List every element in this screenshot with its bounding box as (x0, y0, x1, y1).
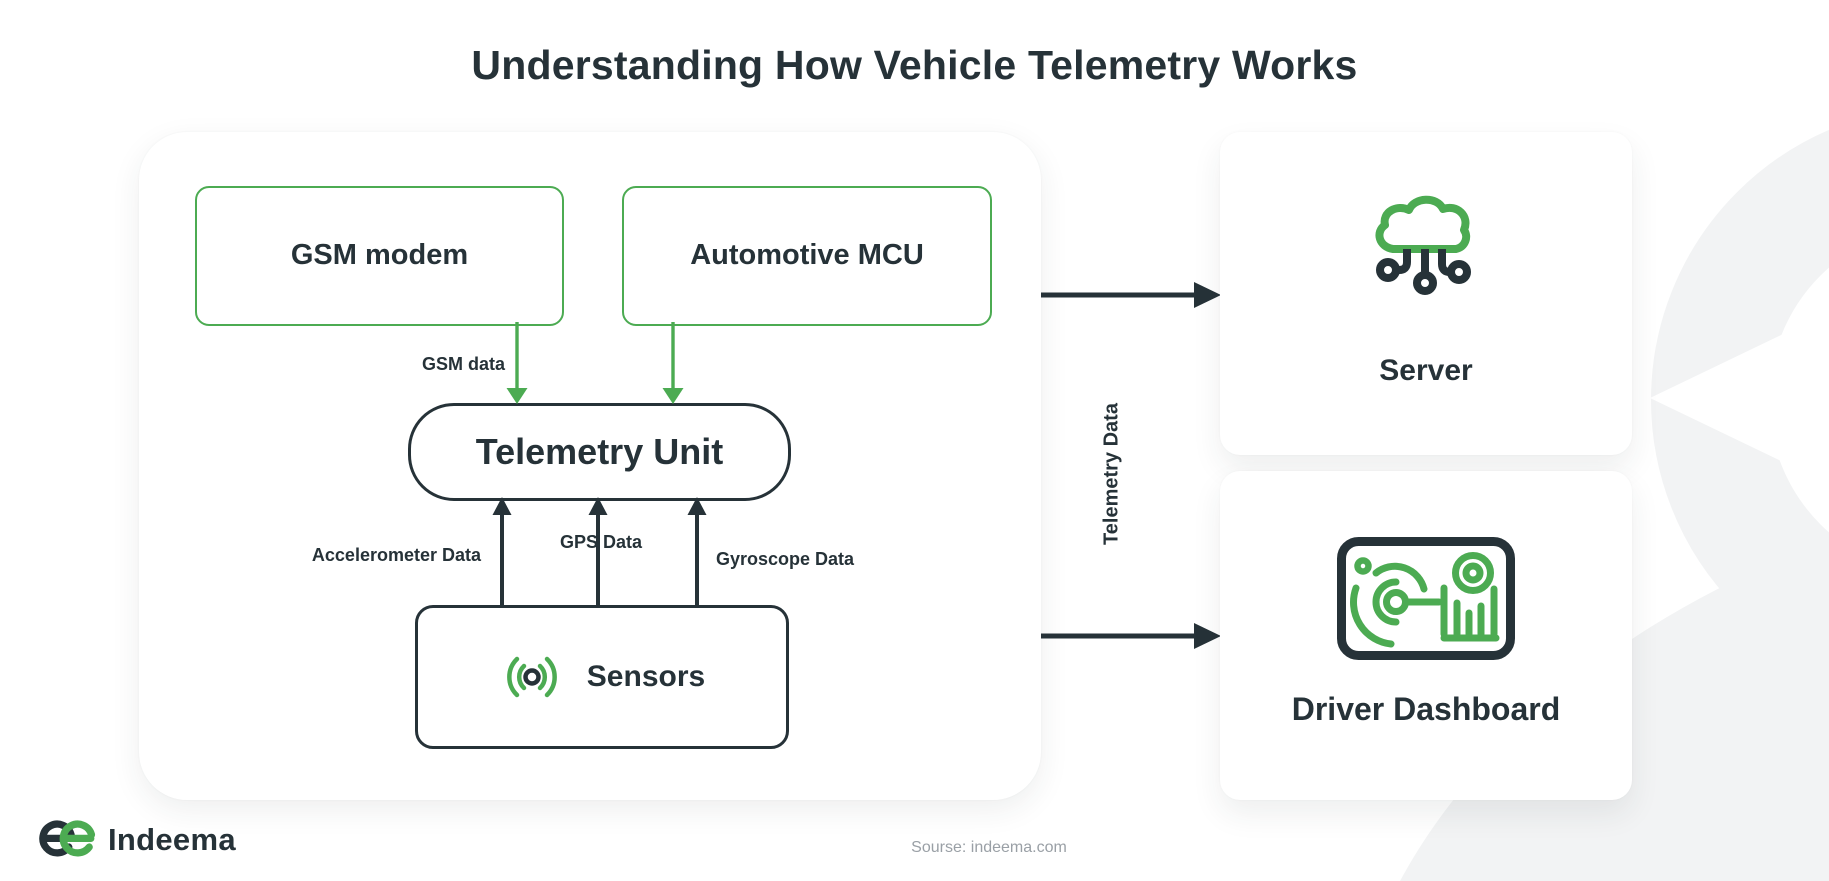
automotive-mcu-box: Automotive MCU (622, 186, 992, 326)
driver-dashboard-card (1220, 471, 1632, 800)
gsm-data-label: GSM data (421, 354, 505, 374)
telemetry-to-server-arrow (1041, 282, 1221, 308)
gps-arrow (588, 497, 608, 607)
indeema-logo: Indeema (38, 818, 236, 860)
telemetry-data-label: Telemetry Data (1100, 403, 1123, 545)
telemetry-unit-box: Telemetry Unit (408, 403, 791, 501)
cloud-server-icon (1370, 194, 1482, 304)
telemetry-unit-label: Telemetry Unit (475, 431, 724, 473)
automotive-mcu-label: Automotive MCU (690, 239, 924, 272)
background-ring-notch (1650, 312, 1829, 484)
indeema-logo-mark (38, 818, 98, 860)
gyroscope-arrow (687, 497, 707, 607)
gsm-to-telemetry-arrow (506, 322, 528, 404)
source-note: Sourse: indeema.com (911, 839, 1067, 856)
signal-icon (499, 654, 565, 700)
page-title: Understanding How Vehicle Telemetry Work… (471, 42, 1358, 88)
driver-dashboard-label: Driver Dashboard (1291, 691, 1561, 727)
gsm-modem-label: GSM modem (290, 239, 469, 272)
accelerometer-data-label: Accelerometer Data (311, 545, 481, 565)
sensors-box: Sensors (415, 605, 789, 749)
accelerometer-arrow (492, 497, 512, 607)
server-label: Server (1379, 354, 1473, 387)
mcu-to-telemetry-arrow (662, 322, 684, 404)
gyroscope-data-label: Gyroscope Data (716, 549, 855, 569)
indeema-logo-text: Indeema (108, 821, 236, 857)
telemetry-to-dashboard-arrow (1041, 623, 1221, 649)
gps-data-label: GPS Data (559, 532, 643, 552)
gsm-modem-box: GSM modem (195, 186, 564, 326)
sensors-label: Sensors (586, 659, 706, 693)
dashboard-icon (1336, 536, 1516, 661)
